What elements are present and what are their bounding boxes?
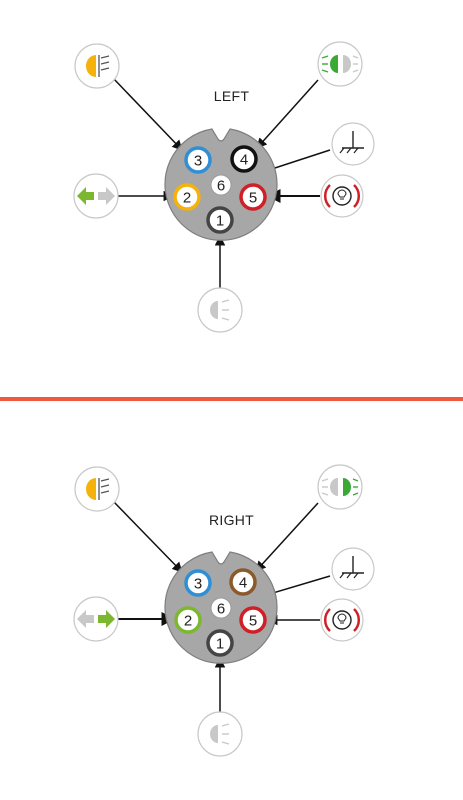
turn-signal-left-icon xyxy=(73,173,119,219)
ground-icon xyxy=(331,122,375,166)
reverse-light-icon xyxy=(197,287,243,333)
pin-3-label: 3 xyxy=(194,153,202,170)
pin-2-label: 2 xyxy=(183,190,191,207)
pin-3: 3 xyxy=(184,569,212,597)
pin-1-label: 1 xyxy=(216,213,224,230)
panel-divider xyxy=(0,397,463,401)
arrow-side-to-pin4 xyxy=(256,79,319,149)
arrow-side-to-pin4 xyxy=(255,502,319,572)
left-panel: LEFT 3 4 6 2 xyxy=(73,41,375,333)
fog-light-icon xyxy=(74,43,120,89)
pin-6: 6 xyxy=(210,174,232,196)
pin-6: 6 xyxy=(210,597,232,619)
arrow-fog-to-pin3 xyxy=(112,500,183,573)
pin-1: 1 xyxy=(206,629,234,657)
right-panel: RIGHT 3 4 6 2 xyxy=(0,400,463,800)
pin-4-label: 4 xyxy=(240,152,248,169)
turn-signal-right-icon xyxy=(73,596,119,642)
side-light-icon xyxy=(317,41,363,87)
brake-warning-icon xyxy=(320,598,364,642)
fog-light-icon xyxy=(74,466,120,512)
left-diagram: 3 4 6 2 5 1 xyxy=(73,41,375,333)
pin-1-label: 1 xyxy=(216,636,224,653)
pin-5-label: 5 xyxy=(249,190,257,207)
pin-1: 1 xyxy=(206,206,234,234)
pin-3: 3 xyxy=(184,146,212,174)
pin-5: 5 xyxy=(239,183,267,211)
pin-2: 2 xyxy=(173,183,201,211)
pin-4-label: 4 xyxy=(239,575,247,592)
pin-5: 5 xyxy=(239,606,267,634)
pin-4: 4 xyxy=(230,145,258,173)
right-diagram: 3 4 6 2 5 1 xyxy=(73,464,375,757)
pin-4: 4 xyxy=(229,568,257,596)
ground-icon xyxy=(331,547,375,591)
panel-title-right: RIGHT xyxy=(208,512,255,528)
pin-6-label: 6 xyxy=(217,601,225,618)
pin-2: 2 xyxy=(174,606,202,634)
pin-2-label: 2 xyxy=(184,613,192,630)
pin-6-label: 6 xyxy=(217,178,225,195)
brake-warning-icon xyxy=(320,174,364,218)
side-light-icon xyxy=(317,464,363,510)
pin-5-label: 5 xyxy=(249,613,257,630)
reverse-light-icon xyxy=(197,711,243,757)
arrow-fog-to-pin3 xyxy=(112,77,183,151)
pin-3-label: 3 xyxy=(194,576,202,593)
panel-title-left: LEFT xyxy=(213,88,250,104)
